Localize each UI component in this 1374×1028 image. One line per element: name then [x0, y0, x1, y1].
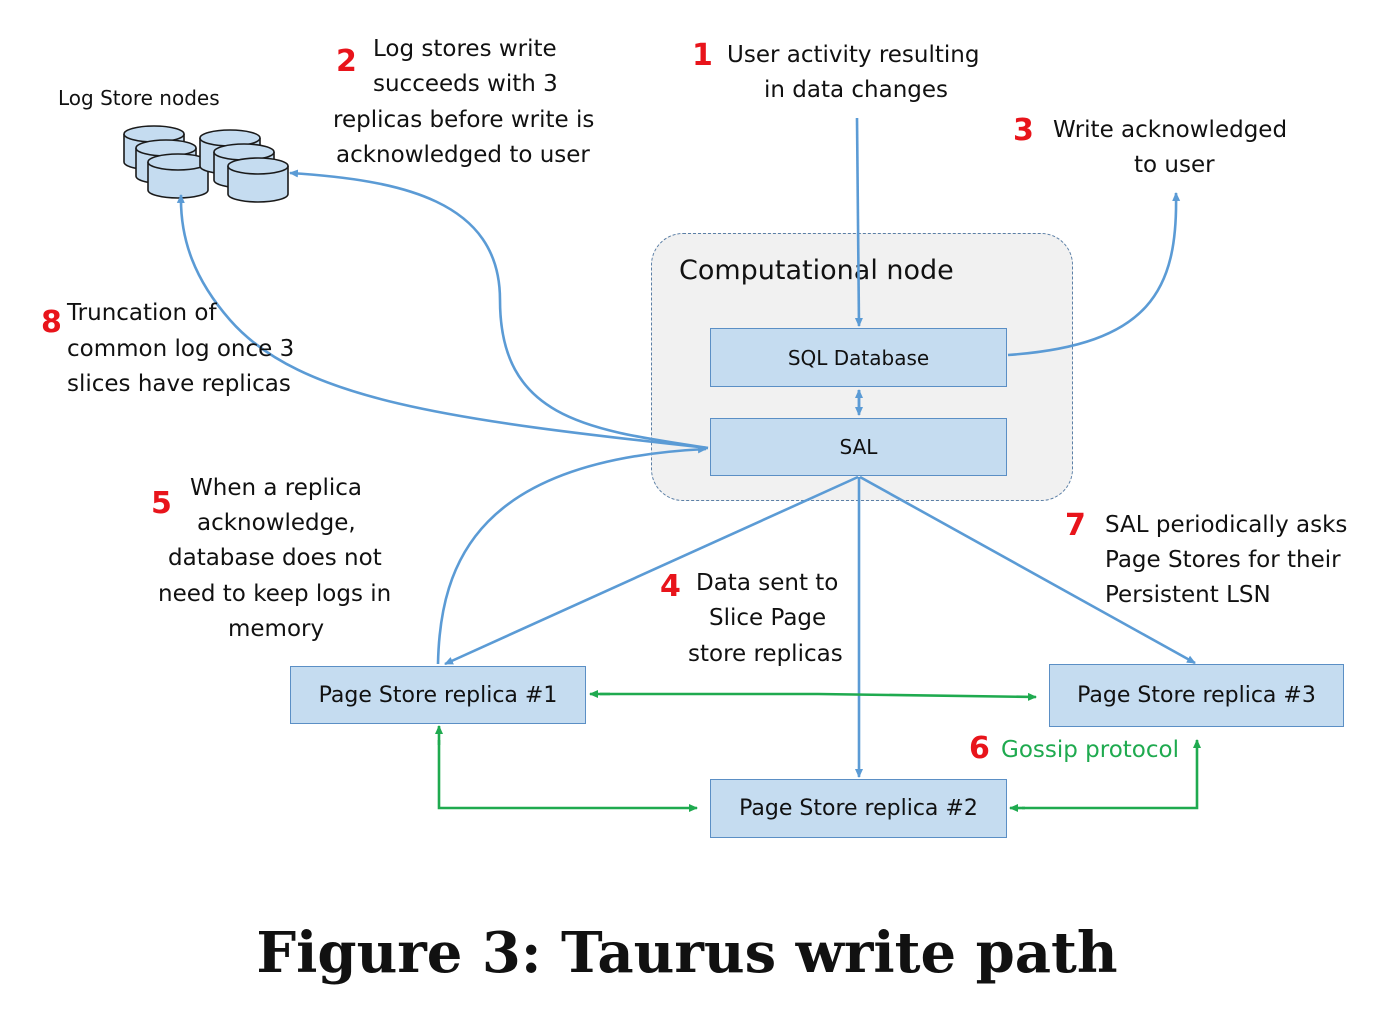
- arrow-sal-to-replica1: [444, 475, 859, 666]
- sal-box: SAL: [710, 418, 1007, 476]
- step-7-line-2: Page Stores for their: [1105, 547, 1341, 573]
- step-1-number: 1: [692, 38, 713, 73]
- step-5-line-5: memory: [228, 616, 325, 642]
- log-store-label: Log Store nodes: [58, 86, 220, 110]
- gossip-1-2: [437, 740, 698, 812]
- step-8-line-3: slices have replicas: [67, 371, 291, 397]
- step-3-line-2: to user: [1134, 152, 1215, 178]
- step-3-line-1: Write acknowledged: [1053, 117, 1288, 143]
- sql-database-box: SQL Database: [710, 328, 1007, 387]
- step-2-line-4: acknowledged to user: [336, 142, 590, 168]
- page-store-replica-1: Page Store replica #1: [290, 666, 586, 724]
- step-5-line-4: need to keep logs in: [158, 581, 392, 607]
- computational-node-title: Computational node: [679, 255, 954, 286]
- step-6-number: 6: [969, 731, 990, 766]
- step-4-number: 4: [660, 569, 681, 604]
- step-6-label: Gossip protocol: [1001, 737, 1179, 763]
- step-2-line-2: succeeds with 3: [373, 71, 558, 97]
- arrow-sal-to-replica3: [859, 475, 1196, 665]
- log-store-cylinders-icon: [123, 125, 289, 203]
- step-7-line-1: SAL periodically asks: [1105, 512, 1348, 538]
- step-5-number: 5: [151, 486, 172, 521]
- page-store-replica-3: Page Store replica #3: [1049, 664, 1344, 727]
- arrow-ack-to-user: [1007, 192, 1181, 357]
- arrow-sal-to-logstore: [289, 169, 709, 450]
- step-2-line-3: replicas before write is: [333, 107, 595, 133]
- step-4-line-2: Slice Page: [709, 605, 827, 631]
- step-3-number: 3: [1013, 113, 1034, 148]
- step-2-line-1: Log stores write: [373, 36, 557, 62]
- step-7-line-3: Persistent LSN: [1105, 582, 1271, 608]
- step-4-line-1: Data sent to: [696, 570, 839, 596]
- figure-caption: Figure 3: Taurus write path: [256, 920, 1118, 986]
- step-5-line-2: acknowledge,: [197, 510, 356, 536]
- step-8-line-1: Truncation of: [67, 300, 217, 326]
- page-store-replica-2: Page Store replica #2: [710, 779, 1007, 838]
- step-2-number: 2: [336, 44, 357, 79]
- step-7-number: 7: [1065, 508, 1086, 543]
- step-8-line-2: common log once 3: [67, 336, 295, 362]
- gossip-1-3: [600, 692, 1037, 701]
- step-1-line-2: in data changes: [764, 77, 949, 103]
- arrow-truncation: [176, 194, 709, 450]
- step-1-line-1: User activity resulting: [727, 42, 980, 68]
- step-4-line-3: store replicas: [688, 641, 843, 667]
- arrow-replica1-to-sal: [436, 445, 707, 665]
- step-8-number: 8: [41, 305, 62, 340]
- step-5-line-3: database does not: [168, 545, 382, 571]
- arrow-user-to-sql: [854, 117, 863, 327]
- gossip-2-3: [1022, 739, 1201, 810]
- step-5-line-1: When a replica: [190, 475, 362, 501]
